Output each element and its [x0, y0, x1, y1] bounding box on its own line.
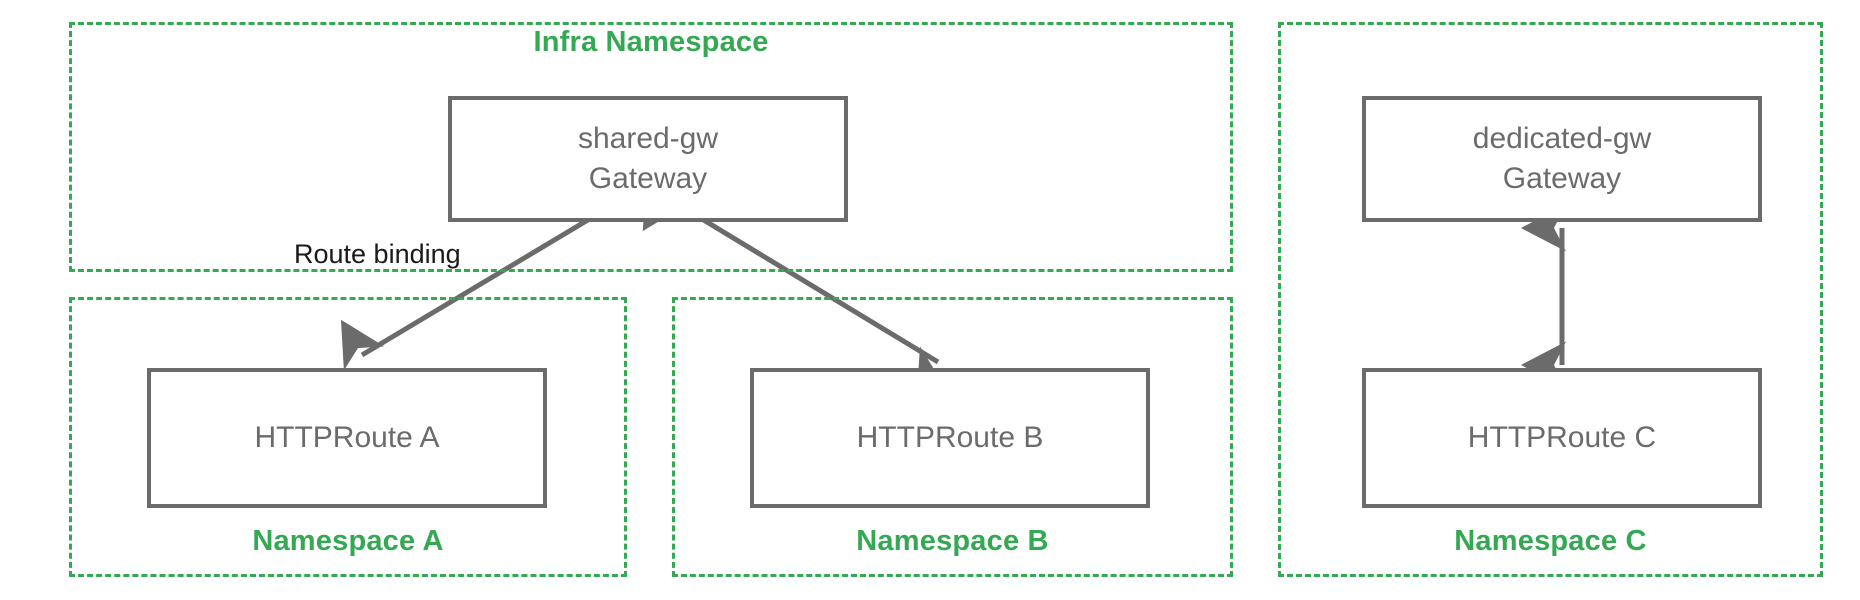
node-shared-gw[interactable]: shared-gw Gateway — [448, 96, 848, 222]
node-httproute-c-label: HTTPRoute C — [1467, 421, 1657, 455]
namespace-infra[interactable] — [69, 22, 1233, 272]
namespace-infra-label: Infra Namespace — [533, 26, 769, 58]
namespace-b-label: Namespace B — [856, 525, 1049, 557]
namespace-c-label: Namespace C — [1454, 525, 1647, 557]
node-shared-gw-label: shared-gw Gateway — [577, 122, 719, 195]
namespace-a-label: Namespace A — [252, 525, 444, 557]
namespace-c[interactable] — [1278, 22, 1823, 577]
node-httproute-b[interactable]: HTTPRoute B — [750, 368, 1150, 508]
node-httproute-c[interactable]: HTTPRoute C — [1362, 368, 1762, 508]
namespace-b[interactable] — [672, 297, 1233, 577]
node-httproute-a-label: HTTPRoute A — [254, 421, 440, 455]
edge-label-route-binding: Route binding — [294, 239, 461, 269]
node-dedicated-gw-label: dedicated-gw Gateway — [1472, 122, 1652, 195]
node-httproute-b-label: HTTPRoute B — [856, 421, 1044, 455]
node-httproute-a[interactable]: HTTPRoute A — [147, 368, 547, 508]
namespace-a[interactable] — [69, 297, 627, 577]
node-dedicated-gw[interactable]: dedicated-gw Gateway — [1362, 96, 1762, 222]
